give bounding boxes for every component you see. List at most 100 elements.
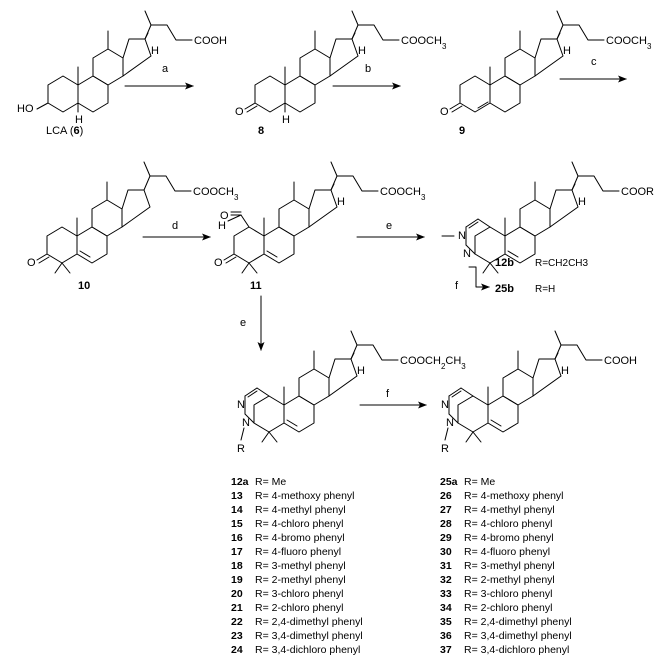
- compound-11-label: 11: [250, 280, 262, 292]
- molecule-12b-pyrazole-n1: N: [463, 248, 471, 260]
- right-list-item-number: 26: [440, 490, 452, 502]
- compound-9-label: 9: [459, 125, 465, 137]
- step-d: d: [172, 220, 178, 232]
- right-list-item-substituent: R= 2-methyl phenyl: [464, 574, 555, 586]
- molecule-10-chain-group: COOCH3: [193, 186, 239, 202]
- right-list-item-substituent: R= 3-methyl phenyl: [464, 560, 555, 572]
- right-list-item-number: 35: [440, 616, 452, 628]
- left-list-item-number: 24: [231, 644, 243, 656]
- step-labels: a b c d e e f f: [162, 56, 597, 400]
- right-list-item-number: 28: [440, 518, 452, 530]
- left-list-item-substituent: R= 2-methyl phenyl: [255, 574, 346, 586]
- left-list-item-number: 16: [231, 532, 243, 544]
- molecule-25-37-chain-group: COOH: [604, 355, 637, 367]
- molecule-25-37-h17: H: [561, 365, 569, 377]
- right-list-item-substituent: R= 4-bromo phenyl: [464, 532, 554, 544]
- left-list-item-substituent: R= 4-chloro phenyl: [255, 518, 343, 530]
- left-list-item-substituent: R= 3,4-dichloro phenyl: [255, 644, 360, 656]
- left-list-item-number: 19: [231, 574, 243, 586]
- compound-8-label: 8: [258, 125, 264, 137]
- molecule-lca-hydroxyl: HO: [17, 103, 34, 115]
- left-list-item-number: 18: [231, 560, 243, 572]
- right-list-item-number: 30: [440, 546, 452, 558]
- molecule-25-37-pyrazole-n2: N: [441, 399, 449, 411]
- molecule-11-aldehyde-h: H: [218, 220, 226, 232]
- right-list-item-number: 34: [440, 602, 452, 614]
- molecule-25-37-pyrazole-n1: N: [446, 417, 454, 429]
- left-list-item-number: 15: [231, 518, 243, 530]
- step-f-bottom: f: [386, 388, 390, 400]
- arrow-f-side: [468, 266, 490, 291]
- molecule-8-chain-group: COOCH3: [401, 35, 447, 51]
- right-list-item-number: 29: [440, 532, 452, 544]
- right-list-item-number: 33: [440, 588, 452, 600]
- molecule-12-24-h17: H: [357, 365, 365, 377]
- molecule-9-h17: H: [563, 45, 571, 57]
- molecule-25-37: COOH H NN R: [441, 330, 637, 455]
- right-list-item-substituent: R= 2-chloro phenyl: [464, 602, 552, 614]
- compound-10-label: 10: [78, 280, 90, 292]
- step-b: b: [365, 63, 371, 75]
- molecule-8-ketone-o: O: [235, 106, 244, 118]
- compound-12b-label: 12b: [495, 257, 514, 269]
- molecule-9-ketone-o: O: [440, 106, 449, 118]
- right-list-item-number: 36: [440, 630, 452, 642]
- molecule-8-h5: H: [282, 114, 290, 126]
- left-list-item-number: 14: [231, 504, 243, 516]
- right-list-item-substituent: R= 2,4-dimethyl phenyl: [464, 616, 572, 628]
- left-list-item-substituent: R= 3-methyl phenyl: [255, 560, 346, 572]
- left-list-item-number: 17: [231, 546, 243, 558]
- reaction-arrows: [124, 75, 627, 409]
- left-list-item-substituent: R= 2-chloro phenyl: [255, 602, 343, 614]
- molecule-11-chain-group: COOCH3: [380, 186, 426, 202]
- molecule-12-24-pyrazole-n2: N: [237, 399, 245, 411]
- molecule-25-37-r-group: R: [441, 443, 449, 455]
- molecule-11-aldehyde-o: O: [220, 210, 229, 222]
- step-e-down: e: [240, 317, 246, 329]
- compound-25b-label: 25b: [495, 283, 514, 295]
- left-list-item-substituent: R= 4-bromo phenyl: [255, 532, 345, 544]
- right-list-item-substituent: R= 3-chloro phenyl: [464, 588, 552, 600]
- compound-lca-label: LCA (6): [46, 125, 83, 137]
- right-list-item-number: 31: [440, 560, 452, 572]
- step-a: a: [162, 63, 169, 75]
- molecule-11-h17: H: [337, 196, 345, 208]
- left-list-item-number: 23: [231, 630, 243, 642]
- compound-numbers: LCA (6) 8 9 10 11 12b R=CH2CH3 25b R=H: [46, 125, 589, 295]
- left-list-item-number: 13: [231, 490, 243, 502]
- molecule-lca-h5: H: [75, 114, 83, 126]
- left-list-item-number: 20: [231, 588, 243, 600]
- molecule-12-24-r-group: R: [237, 443, 245, 455]
- molecule-12-24-chain-group: COOCH2CH3: [400, 355, 466, 371]
- molecule-8-h17: H: [358, 45, 366, 57]
- molecule-lca: COOH H H HO: [17, 10, 227, 126]
- molecule-layer: COOHHHHOCOOCH3HHOCOOCH3HOCOOCH3OCOOCH3HO…: [17, 10, 654, 455]
- right-list-item-substituent: R= 4-methyl phenyl: [464, 504, 555, 516]
- left-list-item-substituent: R= 4-fluoro phenyl: [255, 546, 341, 558]
- right-list-item-substituent: R= 4-chloro phenyl: [464, 518, 552, 530]
- left-list-item-number: 22: [231, 616, 243, 628]
- left-list-item-number: 12a: [231, 476, 249, 488]
- molecule-12b-pyrazole-n2: N: [458, 230, 466, 242]
- left-list-item-substituent: R= 4-methyl phenyl: [255, 504, 346, 516]
- molecule-lca-h17: H: [151, 45, 159, 57]
- molecule-lca-chain-group: COOH: [194, 35, 227, 47]
- step-e-right: e: [386, 220, 392, 232]
- right-list-item-substituent: R= 3,4-dichloro phenyl: [464, 644, 569, 656]
- right-list-item-substituent: R= Me: [464, 476, 495, 488]
- step-c: c: [591, 56, 597, 68]
- right-list-item-substituent: R= 3,4-dimethyl phenyl: [464, 630, 572, 642]
- right-list-item-substituent: R= 4-fluoro phenyl: [464, 546, 550, 558]
- molecule-11-ketone-o: O: [214, 257, 223, 269]
- right-list-item-number: 32: [440, 574, 452, 586]
